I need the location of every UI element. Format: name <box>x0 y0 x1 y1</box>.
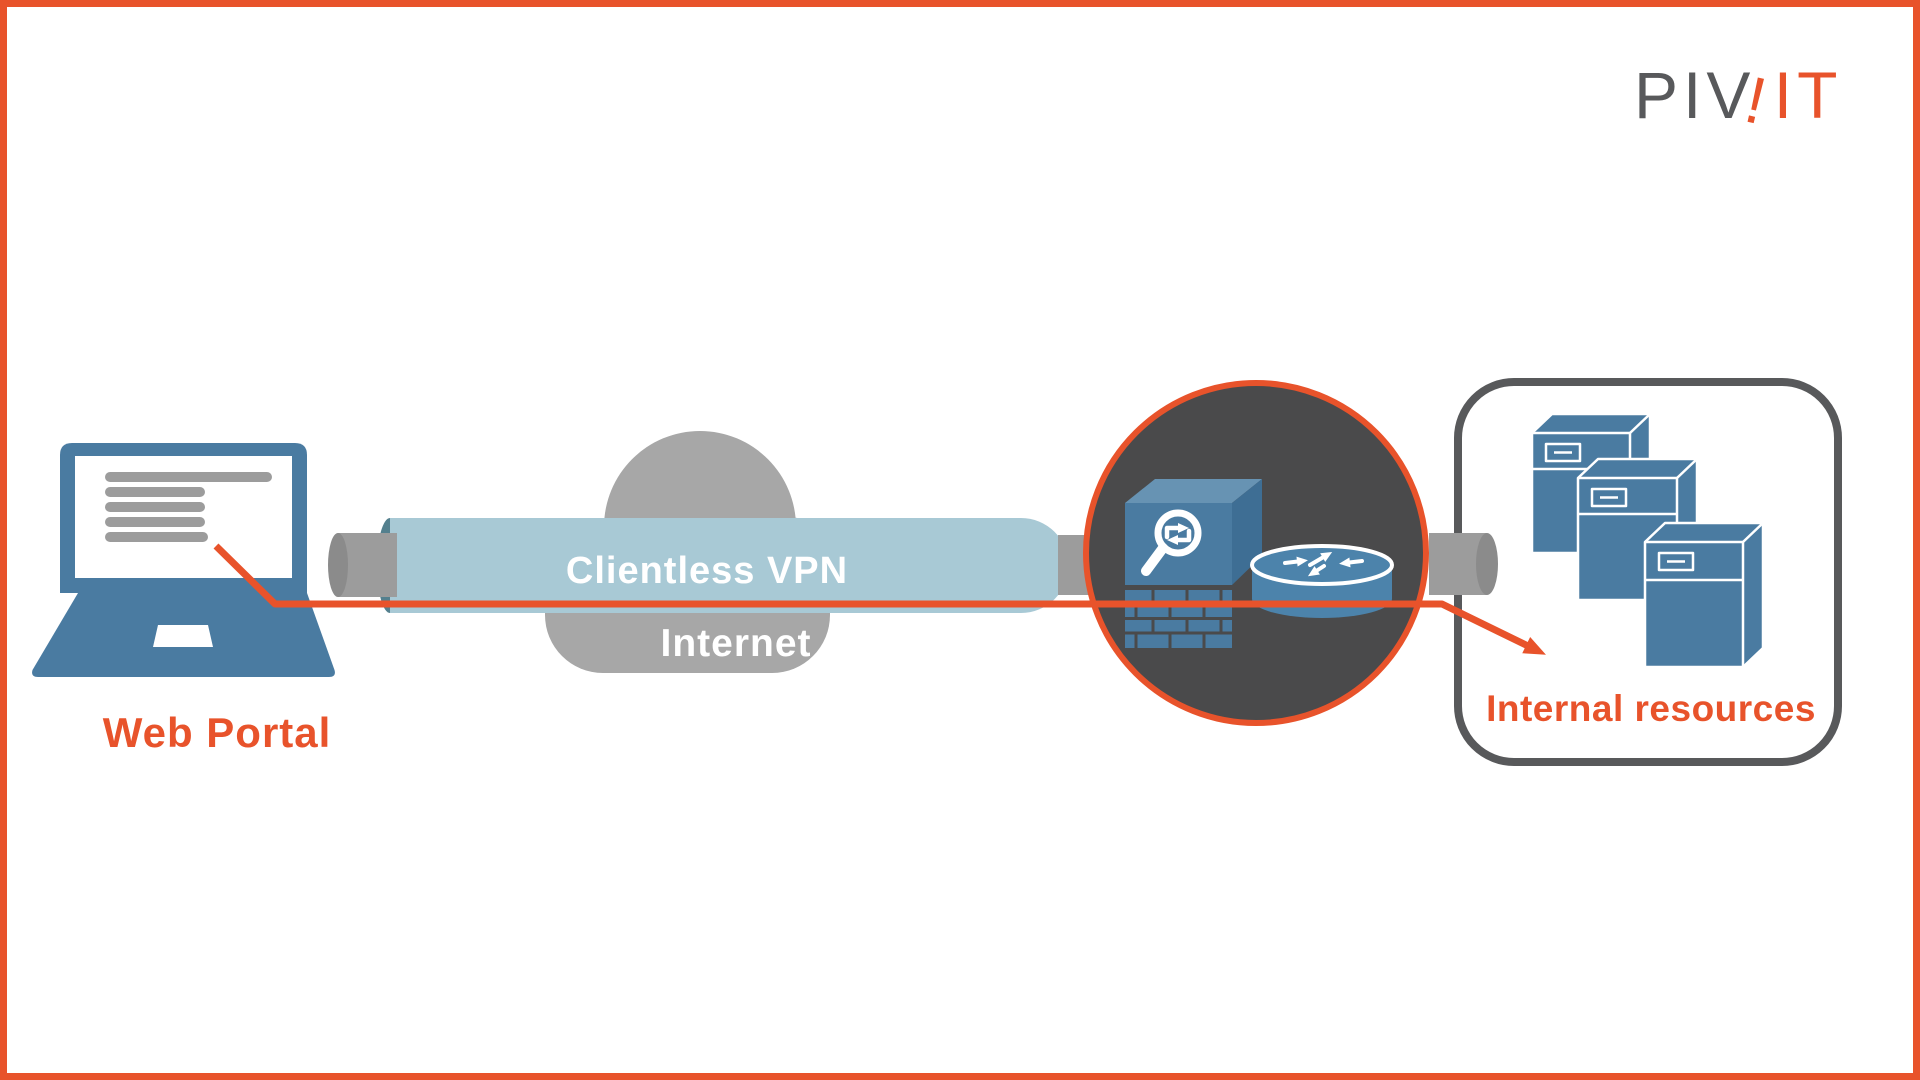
resources-label: Internal resources <box>1486 688 1816 729</box>
screen-text-lines <box>105 472 272 542</box>
magnifier-swap-icon <box>1141 509 1202 576</box>
laptop-icon <box>32 443 335 677</box>
flow-arrow <box>213 543 1546 655</box>
client-label: Web Portal <box>103 709 332 756</box>
pivit-logo: PIV!IT <box>1634 62 1842 139</box>
laptop-touchpad <box>153 625 213 647</box>
tunnel-label: Clientless VPN <box>566 550 848 592</box>
connector-cylinder-right <box>1429 533 1498 595</box>
logo-part-orange: IT <box>1773 58 1843 132</box>
server-icon <box>1643 521 1765 669</box>
logo-part-gray: PIV <box>1634 58 1756 132</box>
cloud-label: Internet <box>660 622 811 665</box>
connector-cylinder-left <box>328 533 397 597</box>
firewall-bricks <box>1125 590 1232 648</box>
firewall-icon <box>1125 479 1262 648</box>
server-icons <box>1530 412 1765 669</box>
